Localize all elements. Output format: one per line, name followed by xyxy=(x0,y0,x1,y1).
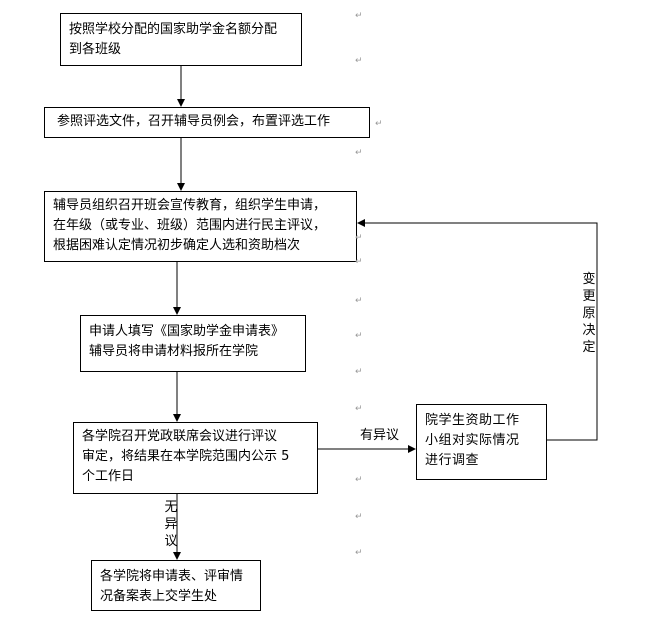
side-line-3: 进行调查 xyxy=(425,453,480,468)
arrow-side-to-step3 xyxy=(357,219,598,441)
step2-line-1: 参照评选文件，召开辅导员例会，布置评选工作 xyxy=(57,114,331,129)
paragraph-mark: ↵ xyxy=(355,367,363,377)
paragraph-mark: ↵ xyxy=(355,233,363,243)
step3-box: 辅导员组织召开班会宣传教育，组织学生申请， 在年级（或专业、班级）范围内进行民主… xyxy=(44,191,357,262)
change-decision-label: 变更原决定 xyxy=(582,272,596,355)
paragraph-mark: ↵ xyxy=(355,296,363,306)
step4-line-1: 申请人填写《国家助学金申请表》 xyxy=(89,324,285,339)
objection-label: 有异议 xyxy=(360,428,400,443)
step1-line-2: 到各班级 xyxy=(69,42,122,57)
step3-line-3: 根据困难认定情况初步确定人选和资助档次 xyxy=(53,238,301,253)
step1-box: 按照学校分配的国家助学金名额分配 到各班级 xyxy=(60,13,302,66)
step5-line-2: 审定，将结果在本学院范围内公示 5 xyxy=(82,449,290,464)
paragraph-mark: ↵ xyxy=(355,148,363,158)
paragraph-mark: ↵ xyxy=(355,512,363,522)
paragraph-mark: ↵ xyxy=(355,56,363,66)
paragraph-mark: ↵ xyxy=(355,475,363,485)
paragraph-mark: ↵ xyxy=(355,11,363,21)
paragraph-mark: ↵ xyxy=(375,119,383,129)
step3-line-1: 辅导员组织召开班会宣传教育，组织学生申请， xyxy=(53,198,327,213)
step4-line-2: 辅导员将申请材料报所在学院 xyxy=(89,344,259,359)
no-objection-label: 无异议 xyxy=(164,500,178,549)
paragraph-mark: ↵ xyxy=(355,257,363,267)
side-line-2: 小组对实际情况 xyxy=(425,433,520,448)
step5-line-3: 个工作日 xyxy=(82,469,135,484)
step5-box: 各学院召开党政联席会议进行评议 审定，将结果在本学院范围内公示 5 个工作日 xyxy=(73,422,318,494)
step4-box: 申请人填写《国家助学金申请表》 辅导员将申请材料报所在学院 xyxy=(80,315,306,372)
step6-line-2: 况备案表上交学生处 xyxy=(100,589,218,604)
side-box: 院学生资助工作 小组对实际情况 进行调查 xyxy=(416,404,547,480)
paragraph-mark: ↵ xyxy=(355,548,363,558)
step3-line-2: 在年级（或专业、班级）范围内进行民主评议， xyxy=(53,218,327,233)
step5-line-1: 各学院召开党政联席会议进行评议 xyxy=(82,429,278,444)
paragraph-mark: ↵ xyxy=(355,404,363,414)
step6-line-1: 各学院将申请表、评审情 xyxy=(100,569,244,584)
paragraph-mark: ↵ xyxy=(355,331,363,341)
step1-line-1: 按照学校分配的国家助学金名额分配 xyxy=(69,22,278,37)
step2-box: 参照评选文件，召开辅导员例会，布置评选工作 xyxy=(44,107,370,138)
side-line-1: 院学生资助工作 xyxy=(425,413,520,428)
step6-box: 各学院将申请表、评审情 况备案表上交学生处 xyxy=(91,560,261,611)
